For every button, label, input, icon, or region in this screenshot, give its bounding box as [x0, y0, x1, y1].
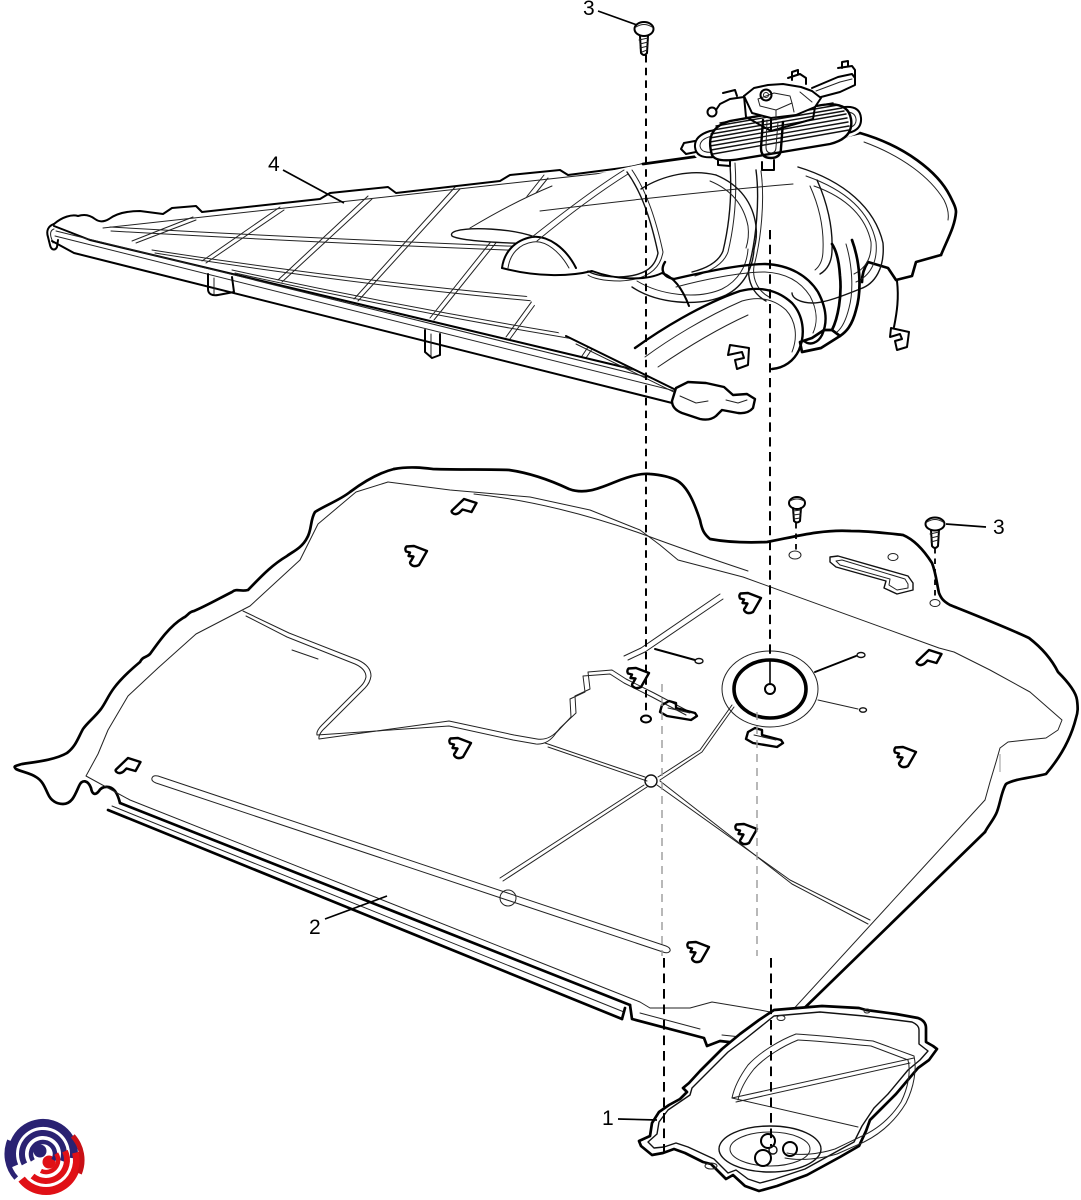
svg-text:3: 3 [993, 516, 1005, 539]
svg-text:4: 4 [268, 153, 280, 176]
svg-text:1: 1 [602, 1107, 614, 1130]
svg-text:3: 3 [583, 0, 595, 20]
svg-text:2: 2 [309, 916, 321, 939]
